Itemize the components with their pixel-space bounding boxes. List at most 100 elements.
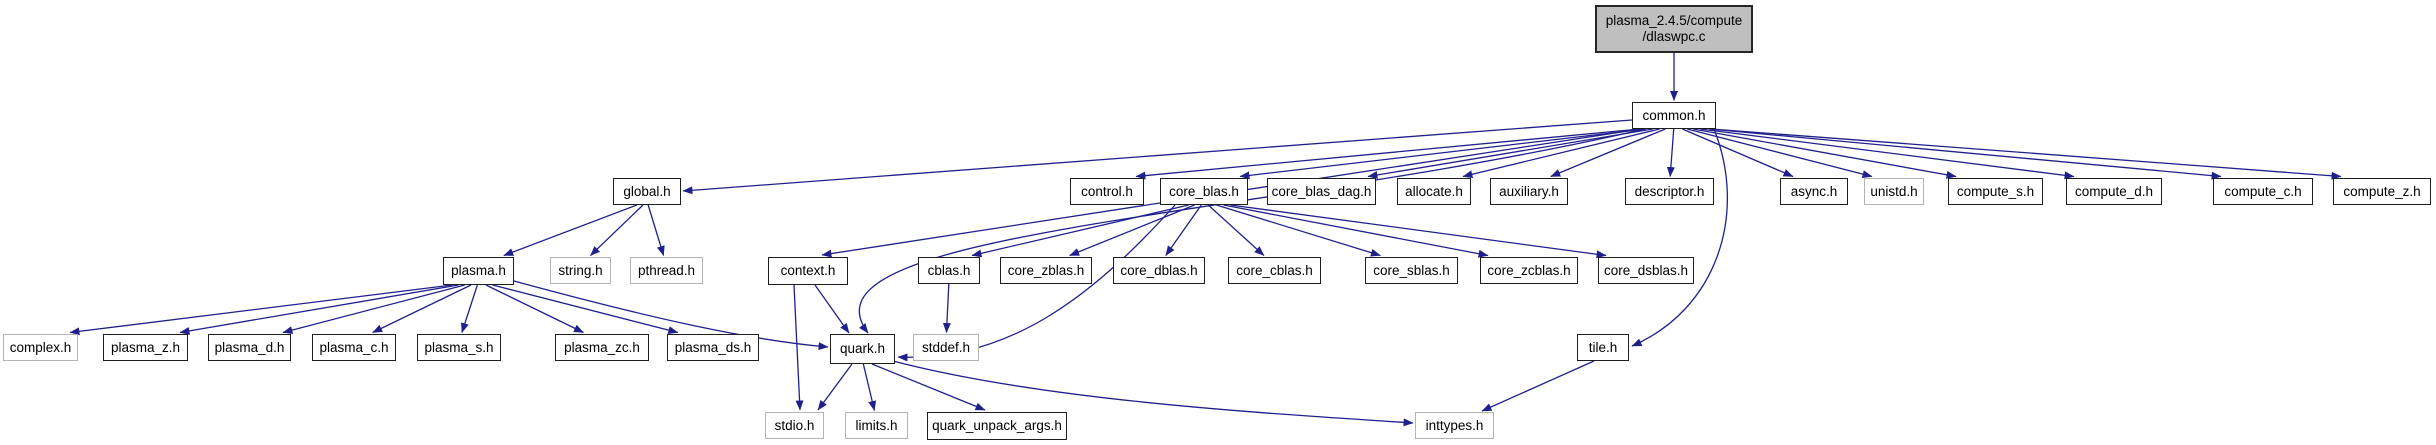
node-label: limits.h <box>855 417 898 433</box>
edge-tile-to-inttypes <box>1481 360 1595 412</box>
node-context-h[interactable]: context.h <box>768 257 848 285</box>
node-compute-z-h[interactable]: compute_z.h <box>2333 178 2431 205</box>
edge-quark-to-stdio <box>817 363 853 411</box>
edge-core_blas-to-core_cblas <box>1207 204 1265 256</box>
node-label: pthread.h <box>637 262 696 278</box>
node-plasma-z-h[interactable]: plasma_z.h <box>103 334 188 361</box>
edge-global-to-pthread <box>647 204 665 256</box>
edge-global-to-plasma <box>503 204 638 257</box>
node-compute-d-h[interactable]: compute_d.h <box>2066 178 2162 205</box>
edge-core_blas-to-core_zblas <box>1069 204 1195 257</box>
edge-common-to-control <box>1135 128 1641 180</box>
node-inttypes-h: inttypes.h <box>1415 412 1494 439</box>
node-label: compute_c.h <box>2224 183 2302 199</box>
edge-common-to-allocate <box>1462 128 1660 179</box>
node-label: cblas.h <box>927 262 971 278</box>
node-label: compute_s.h <box>1956 183 2035 199</box>
node-label: plasma_zc.h <box>564 339 640 355</box>
node-label: core_zcblas.h <box>1487 262 1571 278</box>
node-cblas-h[interactable]: cblas.h <box>918 257 980 284</box>
edge-core_blas-to-core_dblas <box>1165 204 1202 256</box>
node-label: control.h <box>1081 183 1133 199</box>
node-compute-s-h[interactable]: compute_s.h <box>1948 178 2043 205</box>
edge-plasma-to-plasma_z <box>179 284 459 335</box>
node-label: allocate.h <box>1405 183 1463 199</box>
node-stddef-h: stddef.h <box>913 334 979 361</box>
node-label: plasma_c.h <box>319 339 389 355</box>
node-label: quark.h <box>839 341 886 356</box>
node-label: async.h <box>1790 183 1838 199</box>
node-label: core_blas.h <box>1169 183 1239 199</box>
node-label: descriptor.h <box>1634 183 1705 199</box>
node-core-blas-h[interactable]: core_blas.h <box>1160 178 1248 205</box>
node-label: compute_z.h <box>2343 183 2421 199</box>
node-core-zblas-h[interactable]: core_zblas.h <box>1000 257 1092 284</box>
node-label: plasma_s.h <box>424 339 494 355</box>
node-label: core_dsblas.h <box>1603 262 1689 278</box>
node-core-zcblas-h[interactable]: core_zcblas.h <box>1480 257 1578 284</box>
node-label: global.h <box>623 183 671 199</box>
edge-common-to-core_blas <box>1239 128 1646 180</box>
node-plasma-2-4-5-compute-dlaswpc-c: plasma_2.4.5/compute/dlaswpc.c <box>1595 5 1753 53</box>
node-core-blas-dag-h[interactable]: core_blas_dag.h <box>1267 178 1376 205</box>
edge-common-to-auxiliary <box>1550 128 1666 178</box>
node-auxiliary-h[interactable]: auxiliary.h <box>1490 178 1568 205</box>
node-label: core_dblas.h <box>1120 262 1198 278</box>
node-plasma-c-h[interactable]: plasma_c.h <box>312 334 396 361</box>
edge-plasma-to-plasma_s <box>461 284 478 333</box>
node-label: stddef.h <box>921 339 971 355</box>
edge-common-to-quark <box>858 128 1646 334</box>
node-plasma-s-h[interactable]: plasma_s.h <box>417 334 501 361</box>
edge-plasma-to-plasma_d <box>282 284 465 334</box>
edge-plasma-to-plasma_c <box>372 284 472 334</box>
edge-plasma-to-plasma_ds <box>492 284 679 335</box>
node-async-h[interactable]: async.h <box>1780 178 1848 205</box>
edge-plasma-to-complex <box>69 284 453 336</box>
node-label: plasma_ds.h <box>674 339 752 355</box>
node-compute-c-h[interactable]: compute_c.h <box>2213 178 2313 205</box>
node-core-sblas-h[interactable]: core_sblas.h <box>1365 257 1458 284</box>
node-label: common.h <box>1642 107 1706 123</box>
node-quark-h[interactable]: quark.h <box>830 334 895 364</box>
edge-quark-to-quark_unpack_args <box>871 363 986 411</box>
edge-plasma-to-plasma_zc <box>485 284 584 334</box>
node-label: compute_d.h <box>2074 183 2154 199</box>
node-label: auxiliary.h <box>1499 183 1559 199</box>
edge-core_blas-to-core_zcblas <box>1223 204 1489 258</box>
node-global-h[interactable]: global.h <box>613 178 681 205</box>
node-label: inttypes.h <box>1425 417 1484 433</box>
node-control-h[interactable]: control.h <box>1070 178 1144 205</box>
edge-core_blas-to-core_sblas <box>1216 204 1381 257</box>
edge-common-to-compute_d <box>1700 128 2075 180</box>
node-tile-h[interactable]: tile.h <box>1577 334 1629 361</box>
node-label: stdio.h <box>774 417 815 433</box>
node-descriptor-h[interactable]: descriptor.h <box>1625 178 1714 205</box>
edge-common-to-compute_s <box>1693 128 1957 179</box>
node-label: plasma_d.h <box>214 339 285 355</box>
node-allocate-h[interactable]: allocate.h <box>1397 178 1471 205</box>
edge-common-to-tile <box>1631 128 1728 347</box>
node-core-dblas-h[interactable]: core_dblas.h <box>1113 257 1205 284</box>
edge-cblas-to-stddef <box>942 283 951 333</box>
node-label: quark_unpack_args.h <box>932 418 1062 433</box>
node-label: plasma_z.h <box>110 339 181 355</box>
edge-context-to-stdio <box>793 284 804 411</box>
node-core-cblas-h[interactable]: core_cblas.h <box>1228 257 1321 284</box>
edge-quark-to-limits <box>862 363 877 411</box>
edge-common-to-compute_z <box>1710 128 2342 180</box>
node-string-h: string.h <box>550 257 611 284</box>
node-limits-h: limits.h <box>845 412 908 439</box>
node-plasma-zc-h[interactable]: plasma_zc.h <box>555 334 649 361</box>
edge-common-to-descriptor <box>1666 128 1675 177</box>
node-plasma-ds-h[interactable]: plasma_ds.h <box>667 334 759 361</box>
edge-core_blas-to-cblas <box>971 204 1189 258</box>
edge-context-to-quark <box>814 284 850 334</box>
node-core-dsblas-h[interactable]: core_dsblas.h <box>1598 257 1694 284</box>
node-label: complex.h <box>9 339 72 355</box>
node-plasma-h[interactable]: plasma.h <box>443 257 514 285</box>
node-label: tile.h <box>1588 339 1618 355</box>
node-quark-unpack-args-h[interactable]: quark_unpack_args.h <box>927 412 1067 440</box>
node-common-h[interactable]: common.h <box>1632 102 1716 129</box>
node-plasma-d-h[interactable]: plasma_d.h <box>208 334 291 361</box>
